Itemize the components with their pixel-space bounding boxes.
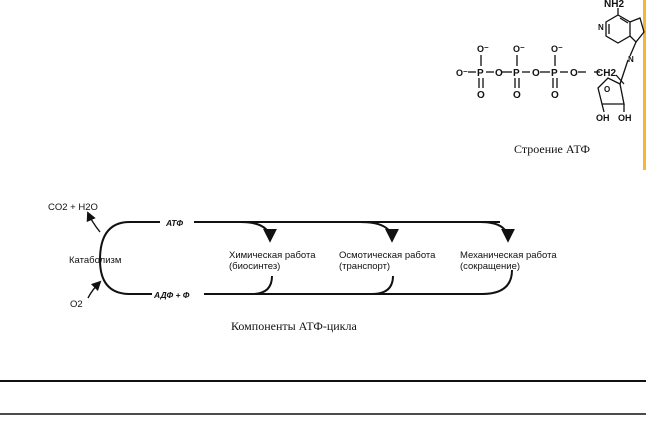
atp-cycle-caption: Компоненты АТФ-цикла bbox=[231, 319, 357, 333]
ring-o-label: O bbox=[604, 85, 610, 94]
work-mechanical-title: Механическая работа bbox=[460, 250, 557, 261]
o-minus-2: O⁻ bbox=[513, 44, 525, 54]
adp-bottom-label: АДФ + Ф bbox=[153, 290, 190, 300]
ch2-label: CH2 bbox=[596, 68, 616, 79]
o-minus-1: O⁻ bbox=[477, 44, 489, 54]
atp-cycle-lines bbox=[99, 221, 515, 295]
oh-label-2: OH bbox=[618, 113, 632, 123]
products-label: CO2 + H2O bbox=[48, 202, 98, 213]
page-edge-mark bbox=[643, 0, 646, 170]
work-chemical-title: Химическая работа bbox=[229, 250, 316, 261]
oh-label-1: OH bbox=[596, 113, 610, 123]
oxo-3: O bbox=[551, 90, 559, 101]
phosphorus-3: P bbox=[551, 68, 558, 79]
work-chemical-sub: (биосинтез) bbox=[229, 261, 280, 272]
bridge-o-2: O bbox=[532, 68, 540, 79]
atp-structure bbox=[468, 8, 645, 113]
atp-structure-labels: NH2 N N O⁻ O⁻ O⁻ O⁻ P O P O P O CH2 O O … bbox=[456, 0, 634, 156]
work-osmotic-title: Осмотическая работа bbox=[339, 250, 436, 261]
oxo-2: O bbox=[513, 90, 521, 101]
oxygen-label: O2 bbox=[70, 299, 83, 310]
bridge-o-1: O bbox=[495, 68, 503, 79]
catabolism-arrows bbox=[86, 211, 102, 299]
n-label-1: N bbox=[598, 23, 604, 32]
oxo-1: O bbox=[477, 90, 485, 101]
n-label-2: N bbox=[628, 55, 634, 64]
bridge-o-3: O bbox=[570, 68, 578, 79]
phosphorus-1: P bbox=[477, 68, 484, 79]
o-minus-left: O⁻ bbox=[456, 68, 468, 78]
atp-structure-caption: Строение АТФ bbox=[514, 142, 590, 156]
work-mechanical-sub: (сокращение) bbox=[460, 261, 520, 272]
o-minus-3: O⁻ bbox=[551, 44, 563, 54]
atp-top-label: АТФ bbox=[165, 218, 183, 228]
catabolism-label: Катаболизм bbox=[69, 255, 121, 266]
phosphorus-2: P bbox=[513, 68, 520, 79]
nh2-label: NH2 bbox=[604, 0, 624, 10]
atp-cycle-labels: CO2 + H2O Катаболизм O2 АТФ АДФ + Ф Хими… bbox=[48, 202, 557, 333]
work-osmotic-sub: (транспорт) bbox=[339, 261, 390, 272]
